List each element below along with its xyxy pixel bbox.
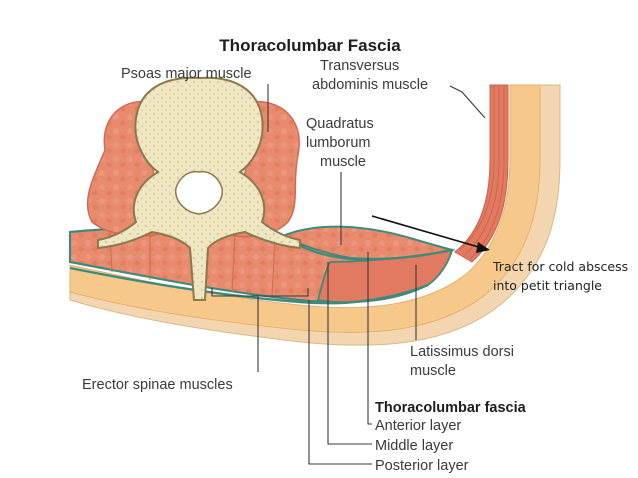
latissimus-label-line1: Latissimus dorsi [410, 344, 514, 360]
psoas-label: Psoas major muscle [121, 66, 252, 82]
quadratus-label-line1: Quadratus [306, 116, 374, 132]
annotation-line1: Tract for cold abscess [492, 259, 628, 274]
latissimus-label-line2: muscle [410, 363, 456, 379]
vertebral-canal [175, 170, 223, 215]
cold-abscess-arrow [371, 215, 483, 249]
page-title: Thoracolumbar Fascia [219, 36, 401, 55]
fat-layer [69, 84, 541, 333]
erector-bracket [211, 288, 309, 372]
transversus-leader [449, 85, 486, 119]
middle-layer-label: Middle layer [375, 438, 453, 454]
posterior-fascia-line [69, 266, 429, 305]
middle-layer-leader [327, 262, 372, 445]
erector-dividers [109, 230, 276, 297]
quadratus-label-line2: lumborum [306, 135, 370, 151]
transversus-label-line2: abdominis muscle [312, 77, 428, 93]
cold-abscess-arrowhead [476, 242, 490, 253]
erector-label: Erector spinae muscles [82, 377, 233, 393]
fascia-heading: Thoracolumbar fascia [375, 400, 527, 416]
anterior-layer-label: Anterior layer [375, 418, 461, 434]
transversus-abdominis-shape [454, 84, 509, 263]
posterior-layer-label: Posterior layer [375, 458, 469, 474]
quadratus-label-line3: muscle [320, 154, 366, 170]
annotation-line2: into petit triangle [493, 278, 602, 293]
transversus-label-line1: Transversus [320, 58, 399, 74]
posterior-layer-leader [308, 300, 372, 465]
middle-fascia-line [284, 235, 453, 261]
anterior-layer-leader [367, 252, 372, 425]
